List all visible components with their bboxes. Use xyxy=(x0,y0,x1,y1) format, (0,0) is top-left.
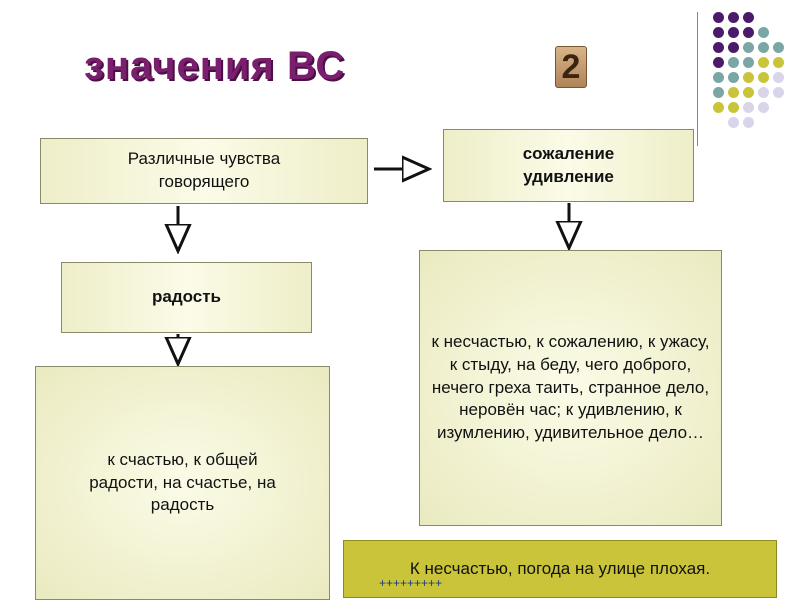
dot xyxy=(773,42,784,53)
dot xyxy=(743,117,754,128)
dot xyxy=(728,87,739,98)
dot xyxy=(728,27,739,38)
dot xyxy=(773,57,784,68)
dot xyxy=(758,72,769,83)
dot xyxy=(758,102,769,113)
feelings-box: Различные чувства говорящего xyxy=(40,138,368,204)
dot xyxy=(713,42,724,53)
slide-number-badge: 2 xyxy=(555,46,587,88)
example-sentence: К несчастью, погода на улице плохая. xyxy=(409,559,711,578)
regret-box: сожаление удивление xyxy=(443,129,694,202)
dot xyxy=(728,117,739,128)
dot xyxy=(728,102,739,113)
regret-list-text: к несчастью, к сожалению, к ужасу, к сты… xyxy=(431,331,710,443)
dot xyxy=(743,57,754,68)
dot xyxy=(743,12,754,23)
dot xyxy=(713,87,724,98)
dot xyxy=(773,87,784,98)
dot xyxy=(743,42,754,53)
dot xyxy=(728,72,739,83)
dot xyxy=(743,72,754,83)
example-sentence-box: К несчастью, погода на улице плохая. xyxy=(343,540,777,598)
dot xyxy=(758,87,769,98)
dot xyxy=(743,87,754,98)
underline-marks: +++++++++ xyxy=(379,576,443,590)
divider-line xyxy=(697,12,698,146)
dot xyxy=(758,27,769,38)
dot xyxy=(728,12,739,23)
dot xyxy=(713,27,724,38)
joy-text: радость xyxy=(151,287,222,307)
feelings-text: Различные чувства говорящего xyxy=(127,149,281,191)
joy-list-text: к счастью, к общей радости, на счастье, … xyxy=(89,449,276,515)
dot xyxy=(743,102,754,113)
dot xyxy=(758,57,769,68)
dot xyxy=(713,12,724,23)
dot xyxy=(713,72,724,83)
dot xyxy=(743,27,754,38)
dot xyxy=(713,102,724,113)
page-title: значения ВС xyxy=(84,44,346,88)
dot xyxy=(728,42,739,53)
regret-list-box: к несчастью, к сожалению, к ужасу, к сты… xyxy=(419,250,722,526)
joy-box: радость xyxy=(61,262,312,333)
joy-list-box: к счастью, к общей радости, на счастье, … xyxy=(35,366,330,600)
regret-text: сожаление удивление xyxy=(522,143,615,186)
dot xyxy=(773,72,784,83)
dot xyxy=(758,42,769,53)
dot xyxy=(728,57,739,68)
dot xyxy=(713,57,724,68)
